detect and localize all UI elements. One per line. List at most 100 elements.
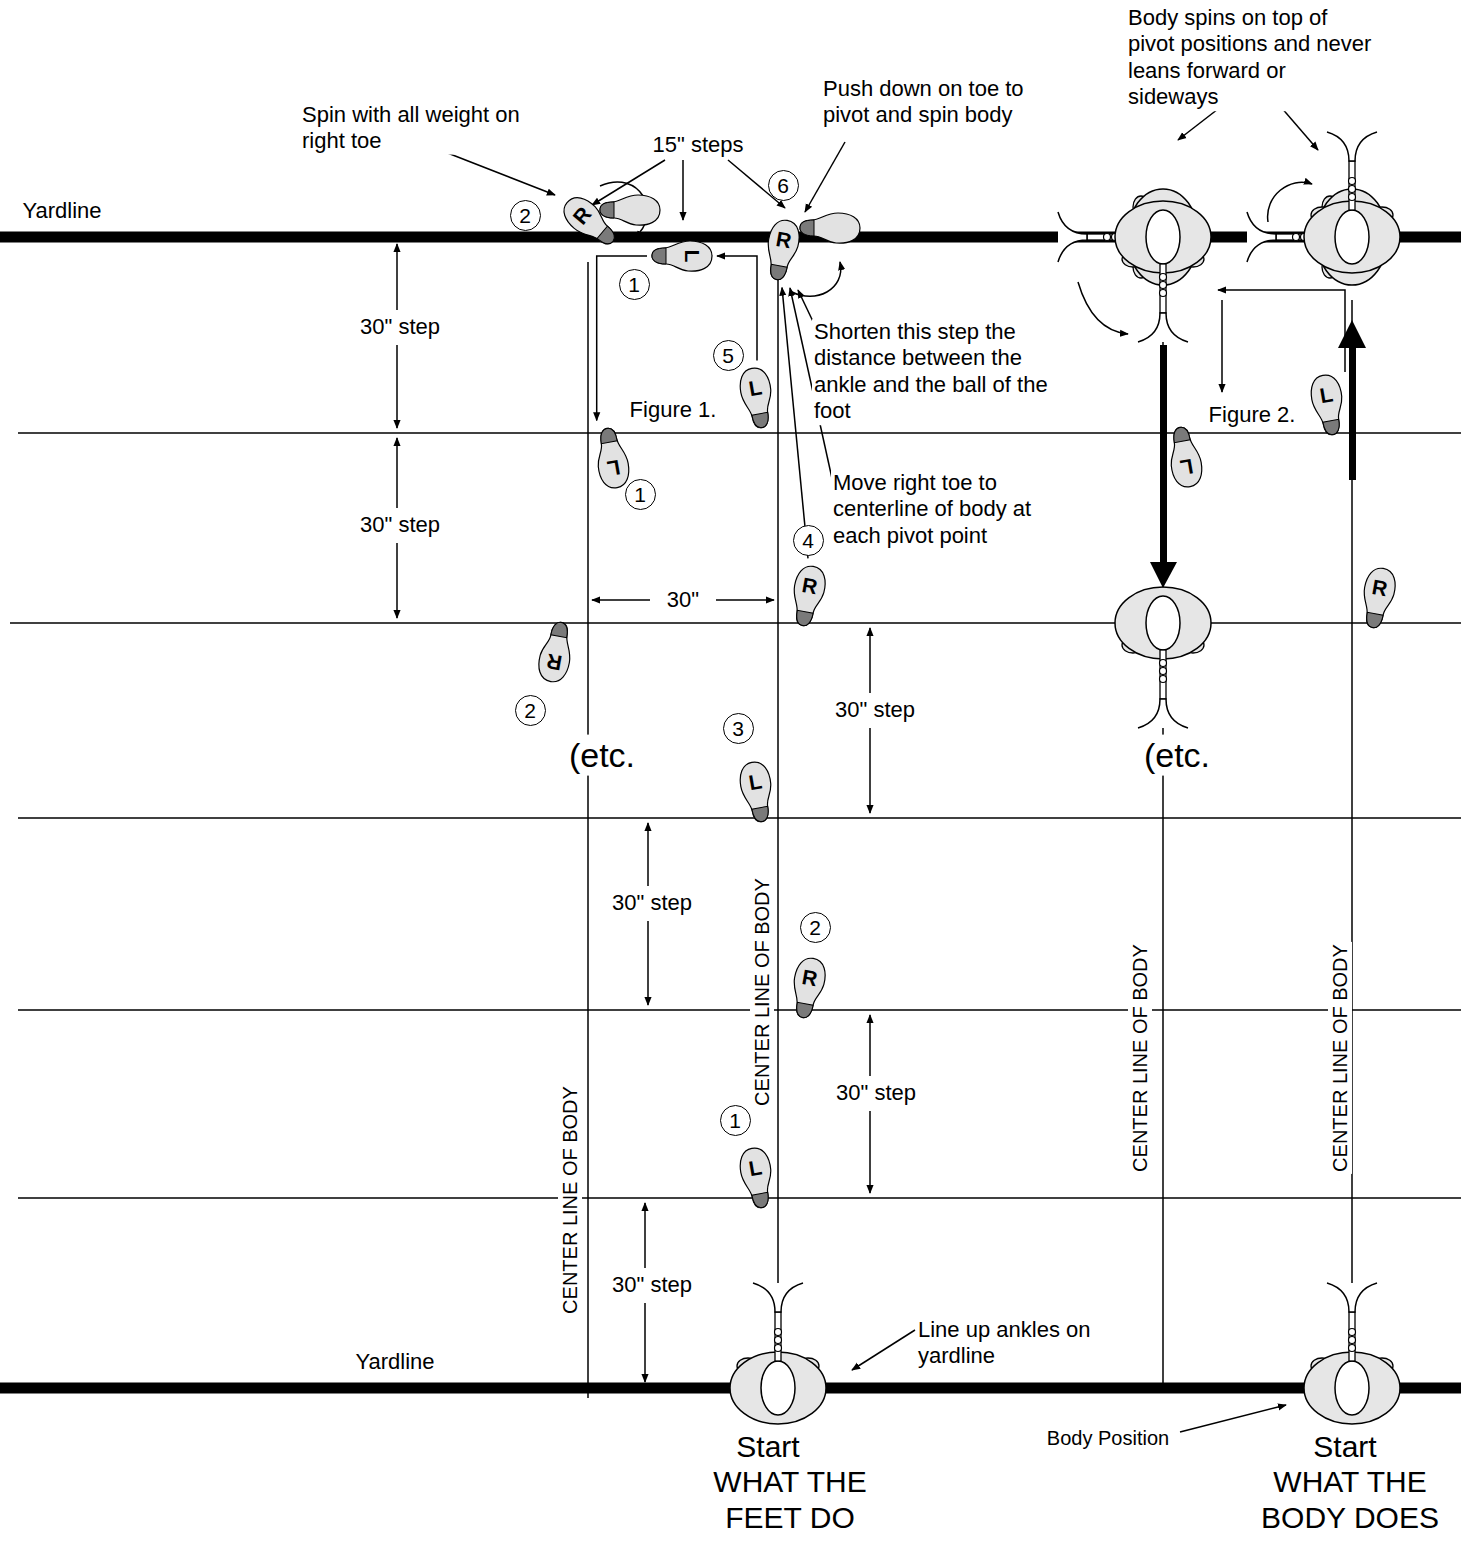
leader-arrows [445,92,1345,1432]
footprint: R [785,953,832,1022]
step-path-arrow [782,288,808,559]
callout-number: 3 [723,713,754,744]
spin-arrow [1268,182,1312,222]
callout-number: 2 [515,695,546,726]
callout-number-text: 3 [732,718,744,739]
player-figure [1115,201,1211,342]
footprint: L [650,238,714,274]
annotation-label: Yardline [20,198,103,224]
dimension-arrow [644,1203,646,1268]
leader-arrow [852,1330,915,1370]
footprint: R [785,561,832,630]
dimension-arrow [869,1111,871,1193]
dimension-arrow [396,438,398,508]
annotation-label: Figure 2. [1207,402,1298,428]
annotation-label: Start [734,1429,801,1465]
footprint: R [759,215,806,284]
dimension-arrow [396,244,398,310]
dimension-arrows [397,244,870,1382]
callout-number: 4 [793,525,824,556]
spin-arrow [792,262,841,296]
callout-number: 6 [768,170,799,201]
dimension-arrow [647,921,649,1005]
step-line [10,622,1461,624]
thick-arrow [1349,345,1356,480]
annotation-label: Spin with all weight on right toe [300,102,530,155]
callout-number: 1 [619,269,650,300]
vertical-label: CENTER LINE OF BODY [558,1084,582,1316]
callout-number-text: 4 [802,530,814,551]
annotation-label: Push down on toe to pivot and spin body [821,76,1031,129]
annotation-label: 30" step [834,1080,918,1106]
spin-arrow [1078,282,1128,334]
annotation-label: WHAT THE FEET DO [695,1464,885,1536]
footprint: R [554,188,626,257]
vertical-label: CENTER LINE OF BODY [750,876,774,1108]
footprint: R [533,617,580,686]
annotation-label: 30" step [358,512,442,538]
step-line [18,817,1461,819]
annotation-label: 30" step [610,1272,694,1298]
callout-number: 1 [720,1105,751,1136]
player-figure [1115,587,1211,728]
yardline [0,232,1461,243]
player-figure [1304,132,1400,273]
footprint: L [734,363,781,432]
callout-number: 1 [625,479,656,510]
annotation-label: 30" step [610,890,694,916]
pivot-foot-outline [600,195,660,225]
thick-arrow-head [1150,562,1177,588]
annotation-label: Start [1311,1429,1378,1465]
callout-number-text: 2 [809,917,821,938]
step-line [18,1197,1461,1199]
dimension-arrow [396,345,398,428]
center-line [777,262,779,1300]
callout-number-text: 2 [519,205,531,226]
field-lines [0,237,1461,1398]
leader-arrow [445,152,555,195]
footprint: L [734,1143,781,1212]
annotation-label: 30" step [833,697,917,723]
annotation-label: Move right toe to centerline of body at … [831,470,1069,549]
callout-number-text: 6 [777,175,789,196]
path-arrow [1221,300,1223,392]
annotation-label: WHAT THE BODY DOES [1244,1464,1456,1536]
callout-number-text: 1 [634,484,646,505]
annotation-label: 30" step [358,314,442,340]
callout-number-text: 5 [722,345,734,366]
thick-arrow [1160,345,1167,565]
vertical-label: CENTER LINE OF BODY [1128,942,1152,1174]
callout-number-text: 1 [729,1110,741,1131]
callout-number: 5 [713,340,744,371]
annotation-label: Body Position [1045,1426,1171,1450]
leader-arrow [682,160,684,220]
center-line [587,262,589,1398]
footprint: L [1305,370,1352,439]
callout-number: 2 [510,200,541,231]
dimension-arrow [869,628,871,693]
leader-arrow [1180,1405,1286,1432]
callout-number-text: 1 [628,274,640,295]
step-line [18,432,1461,434]
annotation-label: Figure 1. [628,397,719,423]
path-arrow [1218,290,1345,372]
annotation-label: 30" [665,587,701,613]
dimension-arrow [869,728,871,813]
vertical-label: CENTER LINE OF BODY [1328,942,1352,1174]
player-figure [1304,1283,1400,1424]
footprint: R [1355,563,1402,632]
step-line [18,1009,1461,1011]
annotation-label: (etc. [1142,735,1212,776]
annotation-label: Line up ankles on yardline [916,1317,1108,1370]
pivot-foot-outline [800,213,860,243]
callout-number: 2 [800,912,831,943]
direction-arrows [1150,320,1366,588]
player-figure [730,1283,826,1424]
foot-letter: L [680,238,704,274]
annotation-label: Yardline [353,1349,436,1375]
annotation-label: Body spins on top of pivot positions and… [1126,5,1378,111]
dimension-arrow [869,1015,871,1076]
